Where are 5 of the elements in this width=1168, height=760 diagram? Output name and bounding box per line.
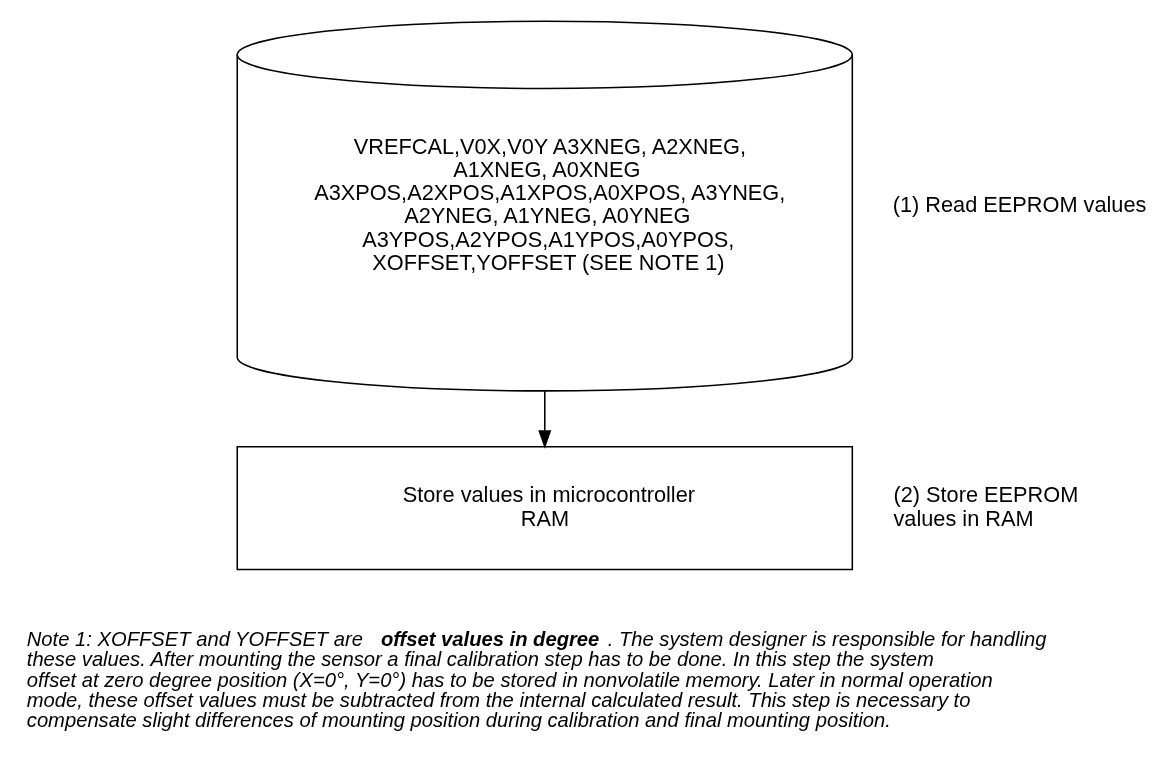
node-box: Store values in microcontroller RAM <box>236 446 854 571</box>
arrow <box>538 390 552 449</box>
node-label: (2) Store EEPROM values in RAM <box>893 482 1079 531</box>
label: Note 1: XOFFSET and YOFFSET are offset values in degree. The system designer is responsible for handling these values. After mounting the sensor a final calibration step has to be done. In this step the system offset at zero degree position (X=0°, Y=0°) has to be stored in nonvolatile memory. Later in normal operation mode, these offset values must be subtracted from the internal calculated result. This step is necessary to compensate slight differences of mounting position during calibration and final mounting position. <box>26 628 1047 731</box>
node-label: (1) Read EEPROM values <box>892 191 1147 217</box>
